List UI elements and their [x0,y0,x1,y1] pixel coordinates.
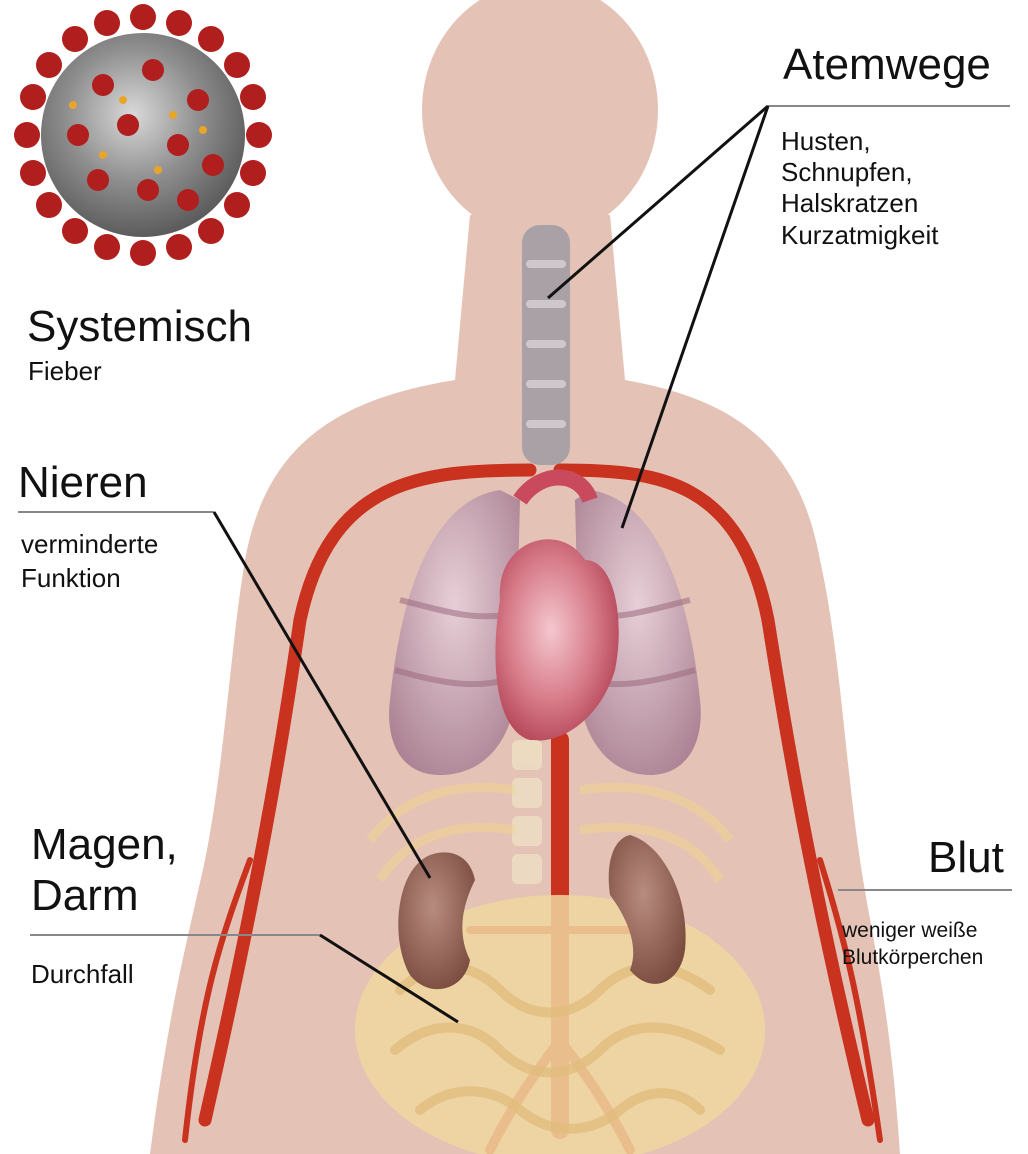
label-magen-darm-symptoms: Durchfall [31,960,134,989]
coronavirus-icon [14,4,272,266]
label-nieren-symptoms: verminderte Funktion [21,528,158,596]
label-blut-title: Blut [928,833,1004,882]
label-atemwege-title: Atemwege [783,40,991,89]
label-systemisch-symptoms: Fieber [28,357,102,386]
trachea-illustration [522,225,570,465]
label-magen-darm-title: Magen, Darm [31,820,178,921]
label-blut-symptoms: weniger weiße Blutkörperchen [842,917,983,972]
label-nieren-title: Nieren [18,458,148,507]
label-systemisch-title: Systemisch [27,302,252,351]
label-atemwege-symptoms: Husten, Schnupfen, Halskratzen Kurzatmig… [781,126,939,251]
